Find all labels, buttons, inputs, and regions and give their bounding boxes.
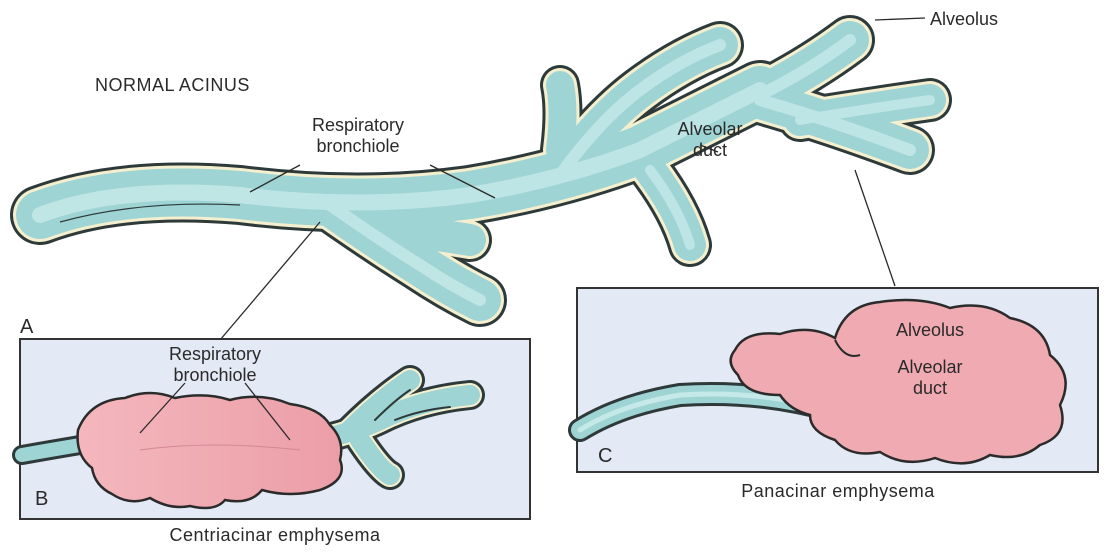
resp-bronchiole-label-a-line1: Respiratory <box>312 115 404 135</box>
panacinar-inset: Alveolus Alveolar duct C Panacinar emphy… <box>577 288 1098 501</box>
alveolus-label-c: Alveolus <box>896 320 964 340</box>
resp-bronchiole-label-a-line2: bronchiole <box>316 136 399 156</box>
resp-bronchiole-label-b-line2: bronchiole <box>173 365 256 385</box>
alveolar-duct-label-a-line2: duct <box>693 140 727 160</box>
alveolus-label-a: Alveolus <box>930 9 998 29</box>
resp-bronchiole-label-b-line1: Respiratory <box>169 344 261 364</box>
alveolar-duct-label-c-line1: Alveolar <box>897 357 962 377</box>
inset-b-emphysema-region <box>78 393 342 508</box>
alveolar-duct-label-c-line2: duct <box>913 378 947 398</box>
centriacinar-caption: Centriacinar emphysema <box>169 525 381 545</box>
alveolar-duct-label-a-line1: Alveolar <box>677 119 742 139</box>
panacinar-caption: Panacinar emphysema <box>741 481 935 501</box>
panel-a-letter: A <box>20 316 34 338</box>
panel-c-letter: C <box>598 445 612 467</box>
normal-acinus-title: NORMAL ACINUS <box>95 75 250 95</box>
panel-b-letter: B <box>35 488 48 510</box>
centriacinar-inset: Respiratory bronchiole B Centriacinar em… <box>20 339 530 545</box>
